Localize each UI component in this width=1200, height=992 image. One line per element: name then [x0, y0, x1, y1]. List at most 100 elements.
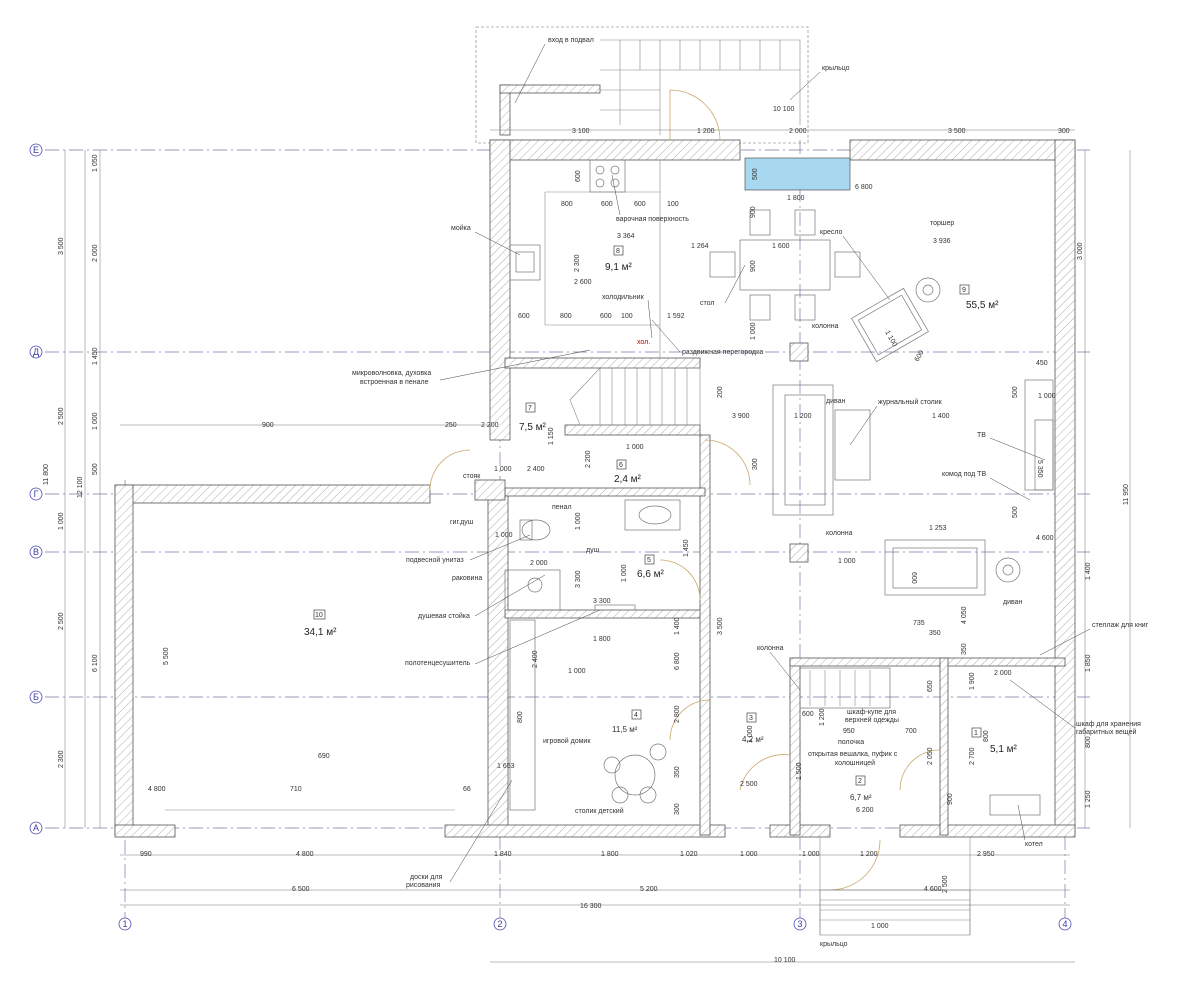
- dim-i-30: 5 350: [1036, 460, 1043, 478]
- boiler-label: котел: [1025, 841, 1043, 848]
- window: [744, 157, 851, 191]
- dim-i-64: 2 800: [674, 705, 681, 723]
- dim-i-88: 1 000: [871, 923, 889, 930]
- basement-label: вход в подвал: [548, 37, 594, 44]
- porch-top-label: крыльцо: [822, 65, 850, 72]
- doors: [429, 89, 941, 891]
- dim-l1-10: 2 300: [58, 750, 65, 768]
- dim-l2-2: 5 500: [163, 647, 170, 665]
- dim-i-71: 700: [905, 728, 917, 735]
- dim-i-0: 500: [752, 168, 759, 180]
- room-2-num: 2: [858, 778, 862, 785]
- dim-r-2: 1 400: [1085, 562, 1092, 580]
- dim-i-86: 1 653: [497, 763, 515, 770]
- dim-i-83: 4 800: [148, 786, 166, 793]
- porch-bottom-label: крыльцо: [820, 941, 848, 948]
- dim-i-80: 2 500: [740, 781, 758, 788]
- hanger-label-1: открытая вешалка, пуфик с: [808, 751, 898, 758]
- axis-a: А: [33, 823, 39, 833]
- dim-i-66: 350: [674, 766, 681, 778]
- towel-label: полотенцесушитель: [405, 660, 471, 667]
- dim-i-75: 2 050: [927, 747, 934, 765]
- dim-i-25: 450: [1036, 360, 1048, 367]
- sink-label: мойка: [451, 224, 471, 232]
- room-8-area: 9,1 м²: [605, 262, 633, 273]
- dim-r-5: 800: [1085, 736, 1092, 748]
- dim-i-38: 300: [752, 458, 759, 470]
- dim-l1-1: 3 500: [58, 237, 65, 255]
- dim-i-12: 2 300: [574, 254, 581, 272]
- hanger-label-2: колошницей: [835, 759, 875, 767]
- dim-i-21: 1 000: [750, 322, 757, 340]
- axis-3: 3: [797, 919, 802, 929]
- axis-d: Д: [33, 347, 39, 357]
- dim-l1-9: 6 100: [92, 654, 99, 672]
- dim-i-6: 100: [667, 201, 679, 208]
- tv-chest-label: комод под ТВ: [942, 471, 986, 478]
- dim-i-82: 690: [318, 753, 330, 760]
- dim-b1-8: 2 950: [977, 851, 995, 858]
- stairs: [569, 367, 701, 426]
- dim-i-46: 3 300: [575, 570, 582, 588]
- dim-top-3: 3 500: [948, 128, 966, 135]
- dim-i-58: 1 400: [674, 617, 681, 635]
- dim-i-55: 4 050: [961, 606, 968, 624]
- room-9-num: 9: [962, 287, 966, 294]
- axis-1: 1: [122, 919, 127, 929]
- dim-l1-4: 1 000: [92, 412, 99, 430]
- axis-markers: Е Д Г В Б А 1 2 3 4: [29, 143, 1072, 931]
- dim-l1-5: 500: [92, 463, 99, 475]
- shower-label: душ: [586, 547, 600, 554]
- basement-entry: вход в подвал крыльцо: [475, 26, 850, 144]
- dim-i-87: 2 500: [942, 875, 949, 893]
- dim-i-17: 600: [518, 313, 530, 320]
- column-label-2: колонна: [826, 530, 853, 537]
- dim-i-13: 900: [750, 260, 757, 272]
- dim-i-40: 200: [717, 386, 724, 398]
- dim-i-60: 1 000: [568, 668, 586, 675]
- dim-i-50: 1 000: [838, 558, 856, 565]
- dim-r-4: 1 250: [1085, 790, 1092, 808]
- sofa-label-1: диван: [826, 398, 846, 405]
- storage-label-1: шкаф для хранения: [1076, 721, 1141, 728]
- dim-i-56: 350: [929, 630, 941, 637]
- dim-b2-1: 5 200: [640, 886, 658, 893]
- dim-i-5: 600: [634, 201, 646, 208]
- boards-label-2: рисования: [406, 882, 441, 889]
- room-10-num: 10: [315, 612, 323, 619]
- dim-i-61: 6 800: [674, 652, 681, 670]
- column-label-3: колонна: [757, 645, 784, 652]
- column-label-1: колонна: [812, 323, 839, 330]
- dim-b3-0: 16 300: [580, 903, 602, 910]
- annotations: мойка варочная поверхность холодильник х…: [352, 174, 1149, 948]
- oven-label-1: микроволновка, духовка: [352, 370, 431, 377]
- dim-top-4: 300: [1058, 128, 1070, 135]
- room-4-area: 11,5 м²: [612, 725, 638, 734]
- dim-i-73: 1 900: [969, 672, 976, 690]
- shower-rack-label: душевая стойка: [418, 612, 470, 620]
- dim-i-84: 710: [290, 786, 302, 793]
- playhouse-label: игровой домик: [543, 737, 591, 745]
- dim-i-43: 2 000: [530, 560, 548, 567]
- hol-label: хол.: [637, 339, 650, 346]
- dim-i-74: 2 000: [994, 670, 1012, 677]
- coffee-table-label: журнальный столик: [878, 398, 943, 406]
- wardrobe-label-2: верхней одежды: [845, 716, 899, 724]
- dim-b1-3: 1 800: [601, 851, 619, 858]
- dim-i-37: 2 400: [527, 466, 545, 473]
- room-1-area: 5,1 м²: [990, 744, 1018, 755]
- axis-b: Б: [33, 692, 39, 702]
- dim-i-79: 1 500: [796, 762, 803, 780]
- table-label: стол: [700, 300, 714, 307]
- lamp-label: торшер: [930, 220, 954, 227]
- dim-i-52: 500: [1012, 506, 1019, 518]
- wardrobe: [799, 667, 1041, 816]
- room-4-num: 4: [634, 712, 638, 719]
- dim-l1-0: 1 050: [92, 154, 99, 172]
- dim-l1-3: 1 450: [92, 347, 99, 365]
- axis-e: Е: [33, 145, 39, 155]
- dim-i-76: 2 700: [969, 747, 976, 765]
- dim-b1-0: 990: [140, 851, 152, 858]
- dim-i-19: 100: [621, 313, 633, 320]
- dim-i-24: 500: [1012, 386, 1019, 398]
